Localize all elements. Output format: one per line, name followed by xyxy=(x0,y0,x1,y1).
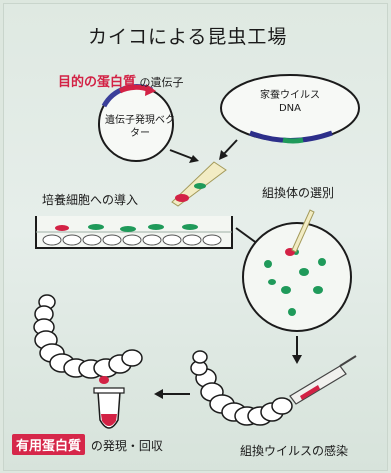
protein-droplet xyxy=(99,376,109,384)
arrow-dna-to-pipette xyxy=(219,139,238,160)
silkworm-expressing xyxy=(33,294,143,379)
selection-label: 組換体の選別 xyxy=(262,186,335,200)
target-gene-suffix: の遺伝子 xyxy=(136,76,184,89)
virus-dna-label: 家蚕ウイルスDNA xyxy=(260,90,320,114)
arrow-vector-to-pipette xyxy=(169,149,199,163)
arrow-selection-to-injection xyxy=(292,336,302,364)
culture-dish xyxy=(35,216,233,249)
selection-plate xyxy=(242,209,352,332)
target-gene-label: 目的の蛋白質 の遺伝子 xyxy=(58,71,184,90)
arrow-injection-to-recovery xyxy=(154,389,190,399)
target-protein-text: 目的の蛋白質 xyxy=(58,75,137,90)
silkworm-injected xyxy=(190,350,293,426)
virus-dna-plasmid xyxy=(220,74,360,144)
useful-protein-badge: 有用蛋白質 xyxy=(12,434,86,455)
page-title: カイコによる昆虫工場 xyxy=(88,26,288,48)
recovery-suffix: の発現・回収 xyxy=(87,439,163,453)
culture-label: 培養細胞への導入 xyxy=(42,193,139,207)
recovery-label: 有用蛋白質 の発現・回収 xyxy=(12,434,163,455)
collection-tube xyxy=(93,387,125,429)
infection-label: 組換ウイルスの感染 xyxy=(240,444,349,458)
expression-vector-plasmid xyxy=(98,84,174,162)
pipette-transfection xyxy=(171,161,227,207)
vector-label: 遺伝子発現ベクター xyxy=(105,115,175,139)
